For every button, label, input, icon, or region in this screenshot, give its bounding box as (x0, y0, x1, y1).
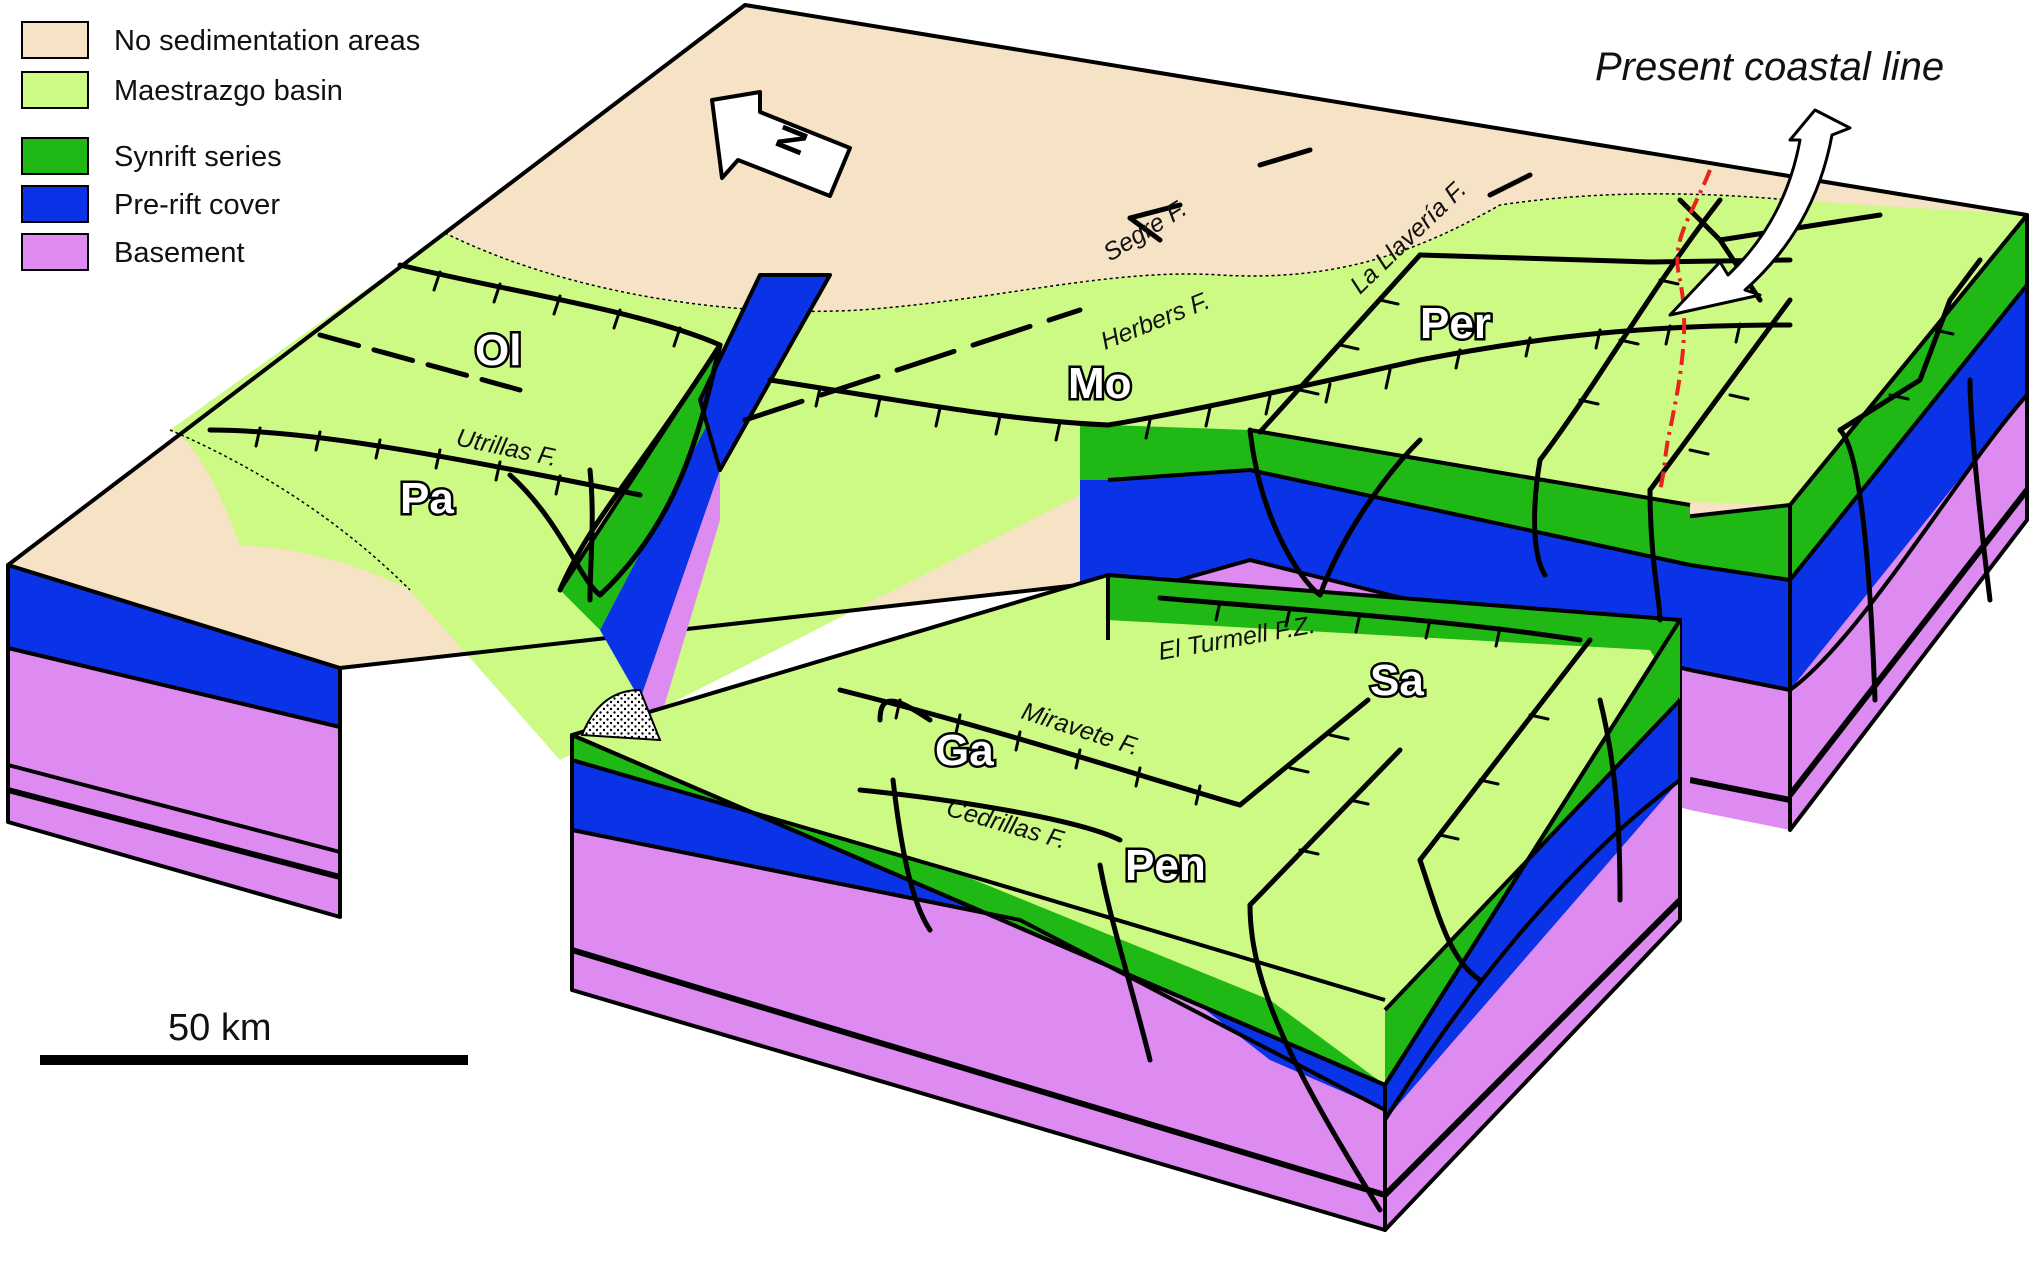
region-label-pen: Pen (1125, 841, 1206, 890)
front-block (570, 573, 1683, 1232)
legend-swatch-no-sedimentation (21, 21, 89, 59)
coastline-arrow-icon (1668, 108, 1852, 317)
left-block-scarps (558, 273, 1110, 720)
north-arrow-icon (710, 90, 852, 198)
sediment-patch (580, 688, 662, 742)
legend-label-synrift: Synrift series (114, 141, 282, 173)
coastline-line (1658, 169, 1712, 491)
legend-label-basement: Basement (114, 237, 245, 269)
region-label-sa: Sa (1370, 656, 1424, 705)
scale-bar-label: 50 km (168, 1007, 271, 1049)
legend: No sedimentation areas Maestrazgo basin … (21, 21, 420, 271)
region-label-mo: Mo (1068, 359, 1132, 408)
legend-swatch-maestrazgo-basin (21, 71, 89, 109)
region-label-pa: Pa (400, 474, 454, 523)
legend-swatch-prerift (21, 185, 89, 223)
region-label-per: Per (1420, 299, 1491, 348)
legend-label-maestrazgo-basin: Maestrazgo basin (114, 75, 343, 107)
coastline-label: Present coastal line (1595, 45, 1944, 89)
scale-bar: 50 km (40, 1007, 468, 1065)
region-labels: Ol Pa Mo Per Ga Sa Pen (398, 297, 1494, 893)
scale-bar-line (40, 1055, 468, 1065)
right-block-south-face (1689, 505, 1791, 830)
region-label-ga: Ga (935, 726, 994, 775)
region-label-ol: Ol (475, 326, 521, 375)
north-arrow: N (710, 90, 852, 198)
fault-ticks (254, 270, 1955, 856)
legend-label-prerift: Pre-rift cover (114, 189, 280, 221)
left-block-west-face (6, 563, 342, 919)
legend-swatch-basement (21, 233, 89, 271)
legend-label-no-sedimentation: No sedimentation areas (114, 25, 420, 57)
legend-swatch-synrift (21, 137, 89, 175)
faults (207, 147, 1993, 1213)
right-block-east-face (1787, 213, 2030, 832)
